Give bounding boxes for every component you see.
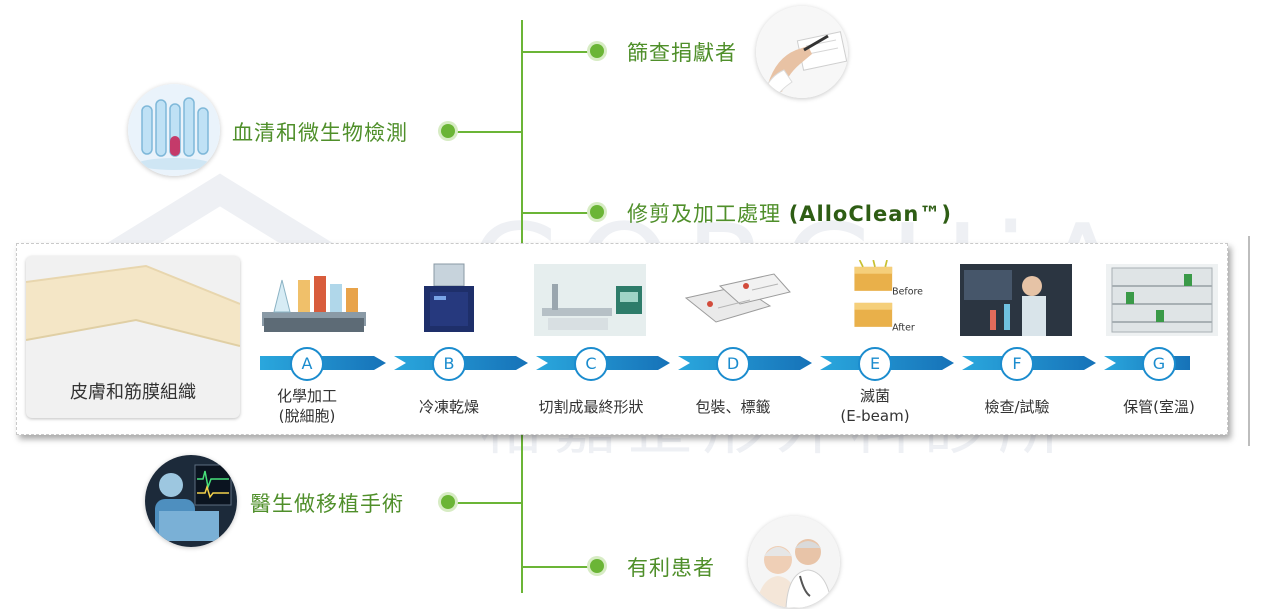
step-b-label: 冷凍乾燥 — [374, 397, 524, 417]
step-e-marker: E — [858, 347, 892, 381]
step-a-marker: A — [290, 347, 324, 381]
alloclean-trademark: (AlloClean™) — [788, 202, 952, 226]
panel-divider — [1248, 236, 1250, 446]
step-g-image-storage-shelves — [1106, 264, 1218, 336]
step-g-marker: G — [1142, 347, 1176, 381]
processing-label: 修剪及加工處理 — [627, 202, 781, 226]
step-b-marker: B — [432, 347, 466, 381]
step-b-image-freeze-dryer — [424, 263, 474, 332]
step-a-image-lab-glassware — [262, 276, 366, 332]
step-g-label: 保管(室溫) — [1084, 397, 1234, 417]
timeline-label-patients: 有利患者 — [627, 556, 715, 580]
timeline-connector — [448, 131, 522, 133]
tissue-sample-card: 皮膚和筋膜組織 — [26, 256, 240, 418]
timeline-connector — [522, 212, 598, 214]
step-c-label: 切割成最終形狀 — [516, 397, 666, 417]
step-f-image-inspection — [960, 264, 1072, 336]
photo-surgery — [145, 455, 237, 547]
photo-doctor-patient — [748, 516, 840, 608]
photo-writing-hand — [756, 6, 848, 98]
step-c-marker: C — [574, 347, 608, 381]
step-b-label-line1: 冷凍乾燥 — [418, 398, 479, 416]
timeline-node — [590, 559, 604, 573]
timeline-node — [590, 205, 604, 219]
timeline-connector — [522, 51, 598, 53]
timeline-label-screen-donors: 篩查捐獻者 — [627, 41, 737, 65]
step-f-label: 檢查/試驗 — [942, 397, 1092, 417]
step-e-image-sterilization: Before After — [854, 260, 923, 332]
timeline-label-surgery: 醫生做移植手術 — [250, 492, 404, 516]
step-a-label-line1: 化學加工 — [276, 387, 337, 405]
step-c-image-cutting-machine — [534, 264, 646, 336]
step-d-marker: D — [716, 347, 750, 381]
step-e-label-line1: 滅菌 — [859, 387, 890, 405]
sterilization-before-text: Before — [892, 286, 923, 297]
step-e-label: 滅菌 (E-beam) — [800, 386, 950, 426]
step-d-image-packaging — [684, 273, 791, 323]
timeline-label-serum-test: 血清和微生物檢測 — [232, 121, 408, 145]
step-a-label-line2: (脫細胞) — [278, 407, 336, 425]
timeline-connector — [522, 566, 598, 568]
photo-test-tubes — [128, 84, 220, 176]
tissue-strip-image — [26, 256, 240, 376]
step-d-label: 包裝、標籤 — [658, 397, 808, 417]
timeline-connector — [448, 502, 522, 504]
step-a-label: 化學加工 (脫細胞) — [232, 386, 382, 426]
step-e-label-line2: (E-beam) — [840, 407, 910, 425]
step-f-label-line1: 檢查/試驗 — [984, 398, 1050, 416]
sterilization-after-text: After — [892, 322, 915, 332]
tissue-label: 皮膚和筋膜組織 — [70, 382, 196, 403]
timeline-node — [590, 44, 604, 58]
timeline-node — [441, 124, 455, 138]
step-d-label-line1: 包裝、標籤 — [695, 398, 771, 416]
timeline-label-processing: 修剪及加工處理 (AlloClean™) — [627, 198, 952, 228]
timeline-node — [441, 495, 455, 509]
step-c-label-line1: 切割成最終形狀 — [538, 398, 644, 416]
step-g-label-line1: 保管(室溫) — [1123, 398, 1195, 416]
step-f-marker: F — [1000, 347, 1034, 381]
